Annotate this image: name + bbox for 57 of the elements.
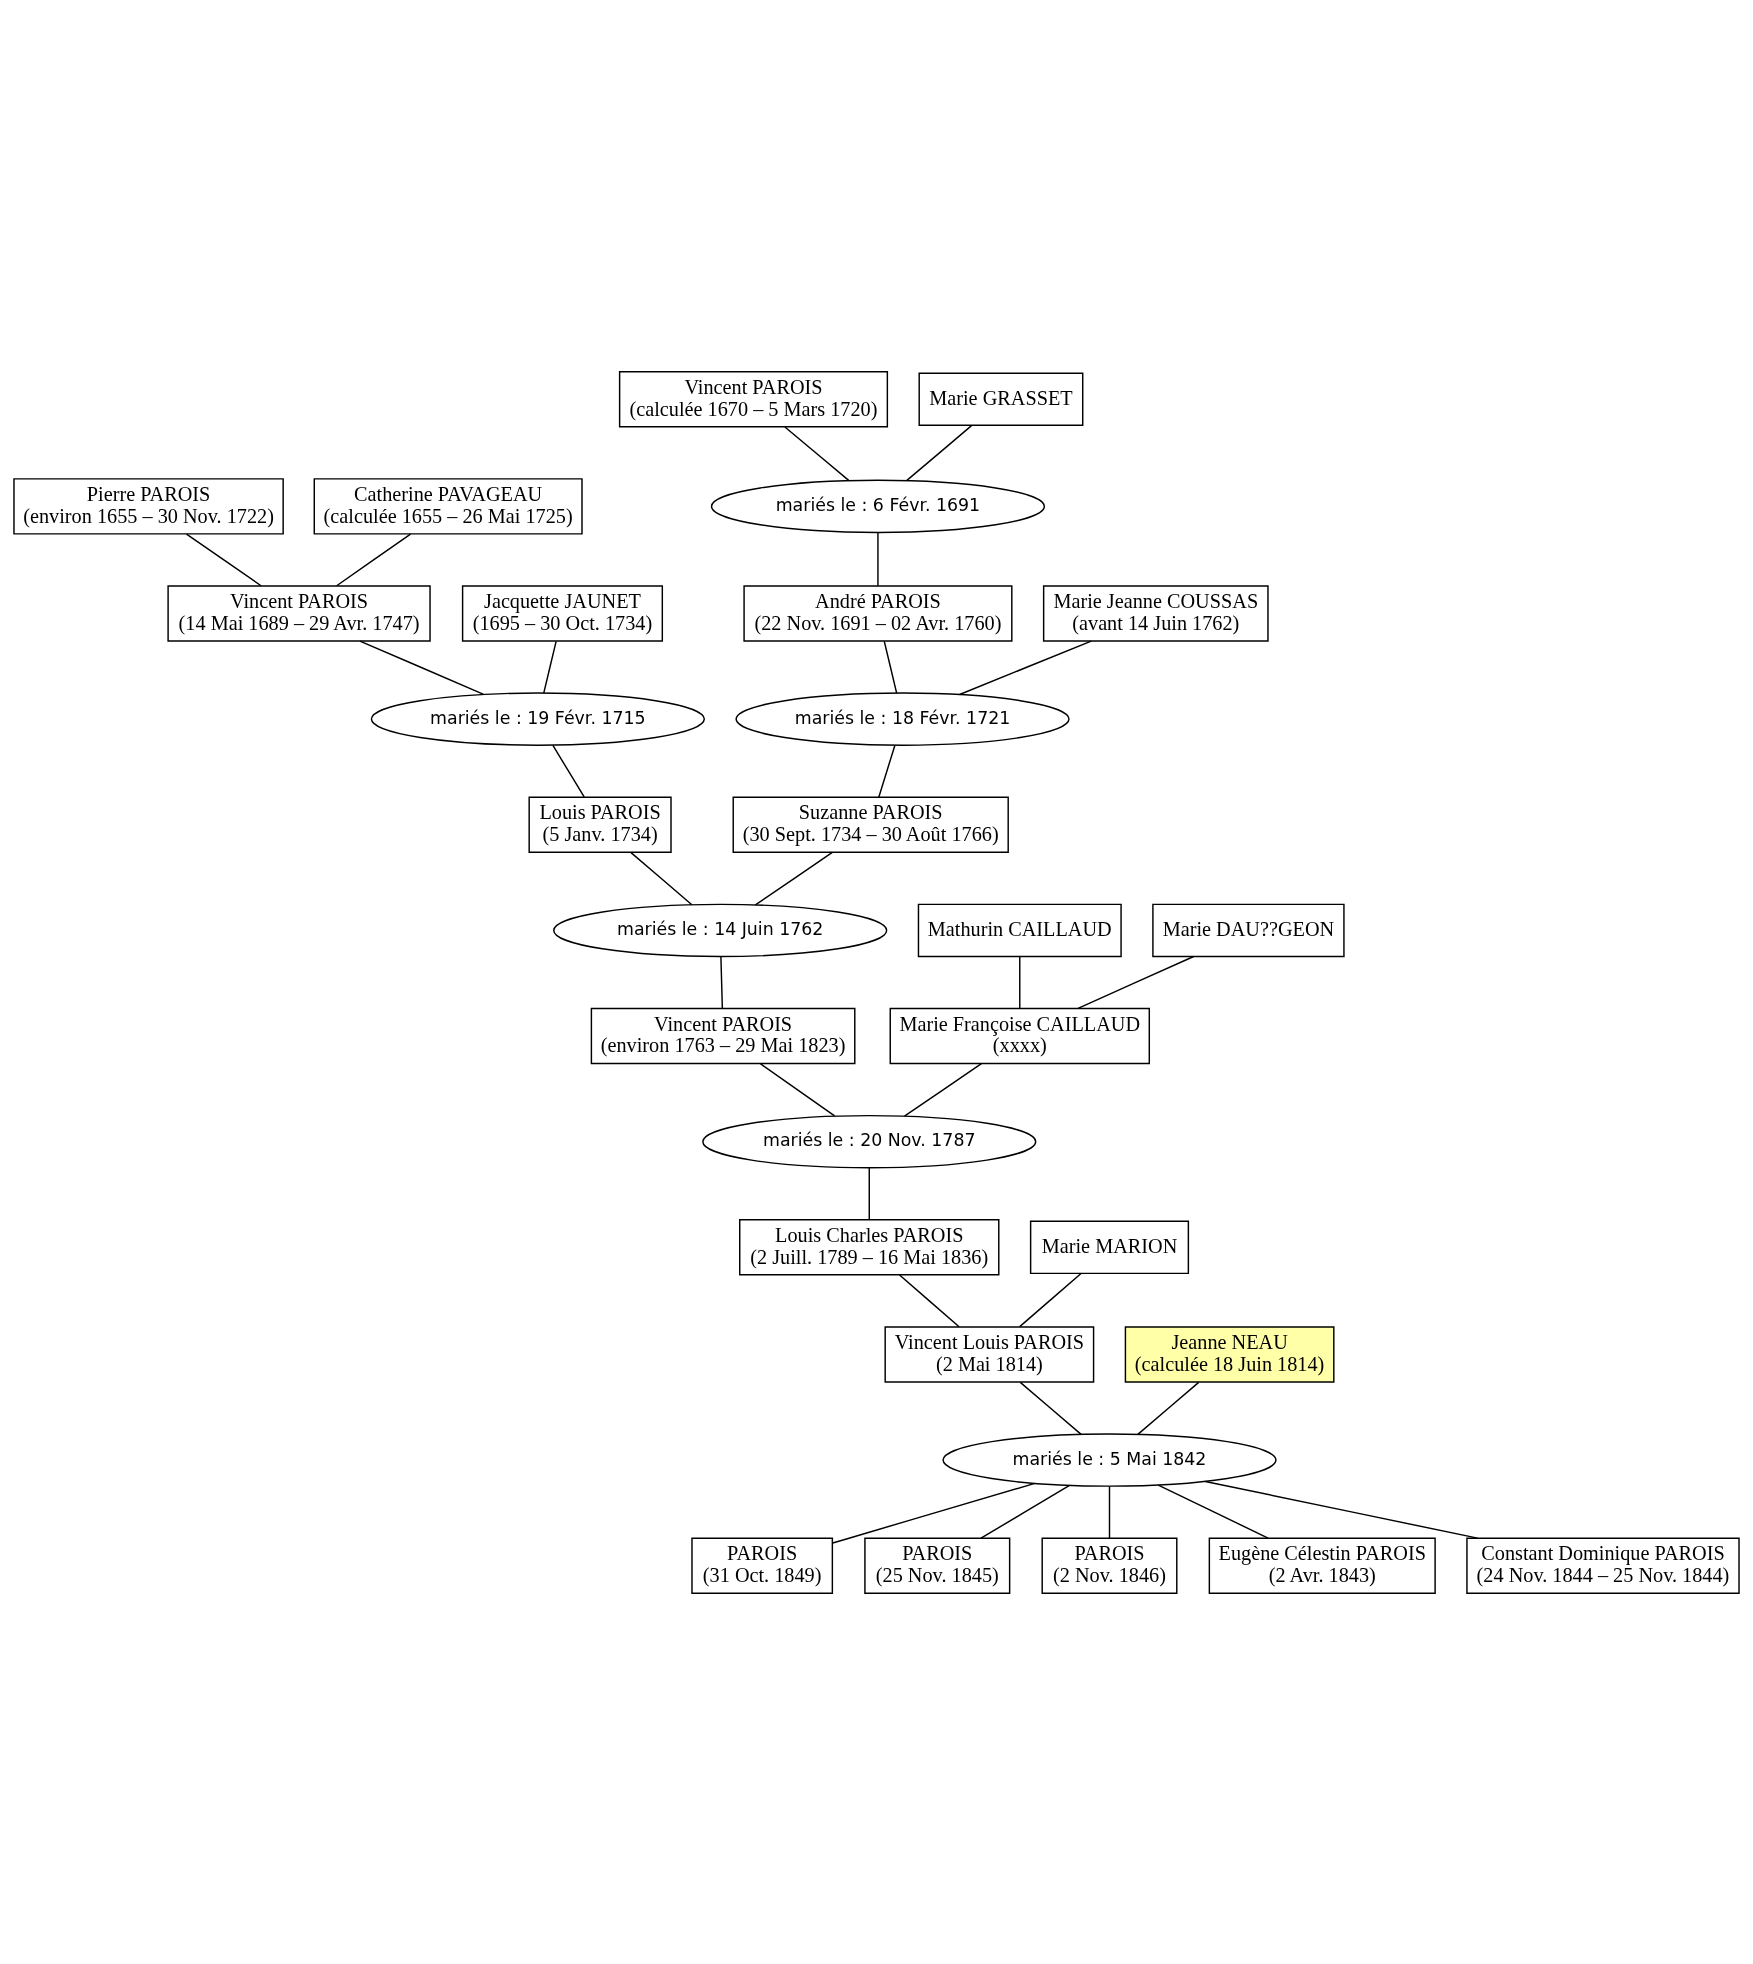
- connector: [1019, 1272, 1082, 1327]
- connector: [1204, 1480, 1479, 1539]
- connector: [1077, 955, 1195, 1009]
- connector: [878, 744, 896, 798]
- connector: [335, 532, 412, 586]
- connector: [543, 640, 557, 694]
- connector: [552, 744, 586, 798]
- node-box: Catherine PAVAGEAU (calculée 1655 – 26 Mai 1725): [313, 477, 583, 535]
- node-box: Marie GRASSET: [918, 372, 1084, 426]
- node-box: Eugène Célestin PAROIS (2 Avr. 1843): [1208, 1537, 1436, 1594]
- node-box: Vincent PAROIS (14 Mai 1689 – 29 Avr. 1747): [167, 584, 431, 642]
- node-box: Vincent PAROIS (calculée 1670 – 5 Mars 1720): [618, 370, 889, 427]
- connector: [958, 639, 1092, 695]
- connector: [906, 424, 973, 481]
- node-ellipse: mariés le : 14 Juin 1762: [553, 903, 888, 957]
- node-box: PAROIS (25 Nov. 1845): [864, 1537, 1011, 1594]
- node-box: Louis PAROIS (5 Janv. 1734): [528, 796, 672, 853]
- node-box: Marie Françoise CAILLAUD (xxxx): [889, 1007, 1150, 1064]
- node-box: PAROIS (31 Oct. 1849): [691, 1537, 834, 1594]
- connector: [868, 1166, 870, 1221]
- node-box: Jeanne NEAU (calculée 18 Juin 1814): [1124, 1325, 1335, 1383]
- connector: [1019, 1381, 1082, 1435]
- connector: [1137, 1381, 1200, 1435]
- connector: [1019, 955, 1021, 1009]
- connector: [980, 1484, 1070, 1539]
- node-ellipse: mariés le : 6 Févr. 1691: [710, 479, 1046, 533]
- connector: [832, 1482, 1036, 1544]
- node-box: PAROIS (2 Nov. 1846): [1041, 1537, 1178, 1594]
- node-box: Marie DAU??GEON: [1152, 903, 1345, 957]
- node-box: Louis Charles PAROIS (2 Juill. 1789 – 16 Mai 1836): [739, 1218, 1000, 1276]
- connector: [883, 640, 898, 694]
- connector: [784, 425, 850, 481]
- node-box: Marie MARION: [1029, 1220, 1190, 1274]
- connector: [898, 1273, 960, 1327]
- connector: [903, 1062, 983, 1117]
- node-box: Jacquette JAUNET (1695 – 30 Oct. 1734): [461, 584, 664, 642]
- node-box: Mathurin CAILLAUD: [917, 903, 1122, 957]
- node-box: Vincent PAROIS (environ 1763 – 29 Mai 1823): [590, 1007, 856, 1064]
- node-ellipse: mariés le : 20 Nov. 1787: [702, 1114, 1037, 1168]
- node-ellipse: mariés le : 18 Févr. 1721: [735, 691, 1070, 746]
- connector: [754, 851, 834, 906]
- node-ellipse: mariés le : 19 Févr. 1715: [370, 691, 705, 746]
- node-box: Marie Jeanne COUSSAS (avant 14 Juin 1762): [1042, 584, 1269, 642]
- connector: [630, 851, 693, 905]
- connector: [1157, 1483, 1269, 1539]
- connector: [359, 639, 485, 695]
- connector: [759, 1062, 836, 1117]
- node-box: Suzanne PAROIS (30 Sept. 1734 – 30 Août 1766): [732, 796, 1009, 853]
- connector: [185, 532, 262, 586]
- connector: [877, 531, 879, 586]
- node-box: Constant Dominique PAROIS (24 Nov. 1844 – 25 Nov. 1844): [1466, 1537, 1740, 1594]
- node-ellipse: mariés le : 5 Mai 1842: [942, 1432, 1277, 1487]
- connector: [1108, 1485, 1111, 1539]
- node-box: Pierre PAROIS (environ 1655 – 30 Nov. 1722): [13, 477, 284, 535]
- node-box: Vincent Louis PAROIS (2 Mai 1814): [884, 1325, 1095, 1383]
- connector: [720, 955, 724, 1009]
- node-box: André PAROIS (22 Nov. 1691 – 02 Avr. 1760): [743, 584, 1013, 642]
